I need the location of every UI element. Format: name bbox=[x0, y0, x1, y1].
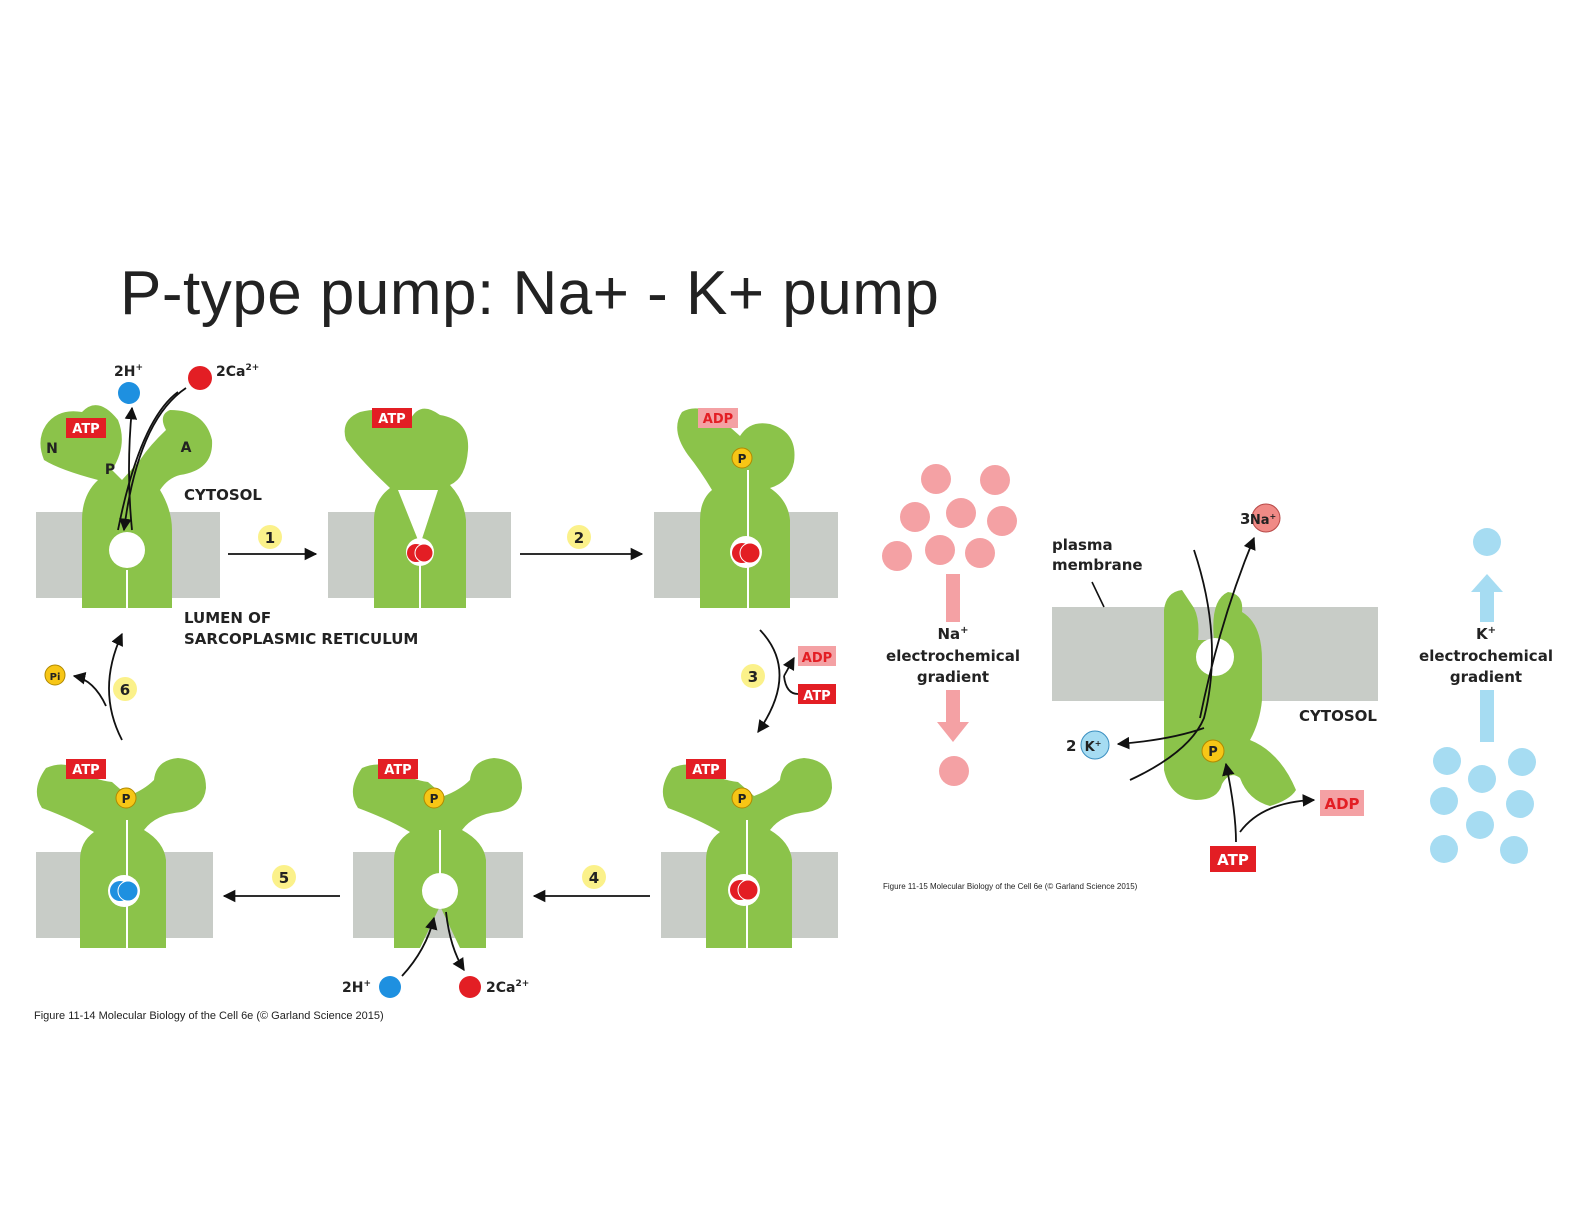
phosphate-label: P bbox=[1208, 745, 1218, 760]
figure-11-14: ATP N P A 2H+ 2Ca2+ CYTOSOL LUMEN OF SAR… bbox=[34, 363, 838, 1022]
binding-site bbox=[109, 532, 145, 568]
pump-protein bbox=[677, 408, 795, 608]
cytosol-label: CYTOSOL bbox=[184, 486, 262, 504]
atp-box bbox=[1210, 846, 1256, 872]
domain-p-label: P bbox=[105, 462, 115, 478]
cytosol-label: CYTOSOL bbox=[1299, 707, 1377, 725]
atp-label: ATP bbox=[803, 689, 830, 704]
adp-label: ADP bbox=[703, 412, 733, 427]
step-6-marker: 6 bbox=[113, 677, 137, 701]
phosphate-icon bbox=[731, 447, 753, 469]
step-2-marker: 2 bbox=[567, 525, 591, 549]
calcium-icon bbox=[459, 976, 481, 998]
atp-box bbox=[66, 418, 106, 438]
adp-box bbox=[698, 408, 738, 428]
svg-text:2: 2 bbox=[574, 529, 584, 547]
na-ion-label: Na+ bbox=[1250, 512, 1276, 528]
na-count: 3 bbox=[1240, 510, 1250, 528]
lumen-label-line1: LUMEN OF bbox=[184, 609, 271, 627]
pi-label: Pi bbox=[50, 672, 61, 683]
cycle-arrows bbox=[72, 547, 799, 903]
ion-ca-label: 2Ca2+ bbox=[216, 363, 259, 380]
membrane-label-line1: plasma bbox=[1052, 536, 1113, 554]
step-5-marker: 5 bbox=[272, 865, 296, 889]
calcium-icon bbox=[188, 366, 212, 390]
k-ion-label: K+ bbox=[1085, 739, 1102, 755]
proton-icon bbox=[118, 382, 140, 404]
figure-11-15: Na+ electrochemical gradient plasma memb… bbox=[882, 464, 1553, 891]
atp-label: ATP bbox=[384, 763, 411, 778]
atp-box bbox=[378, 759, 418, 779]
atp-box bbox=[798, 684, 836, 704]
sodium-ion-icon bbox=[1251, 503, 1281, 533]
pump-state-1: ATP N P A 2H+ 2Ca2+ CYTOSOL LUMEN OF SAR… bbox=[36, 363, 418, 648]
adp-box bbox=[798, 646, 836, 666]
potassium-ion-icon bbox=[1080, 730, 1110, 760]
pi-icon bbox=[44, 664, 66, 686]
k-gradient-line2: electrochemical bbox=[1419, 647, 1553, 665]
atp-box bbox=[66, 759, 106, 779]
figure-11-15-caption: Figure 11-15 Molecular Biology of the Ce… bbox=[883, 882, 1138, 891]
atp-label: ATP bbox=[72, 763, 99, 778]
na-k-pump-protein bbox=[1164, 590, 1296, 806]
svg-text:4: 4 bbox=[589, 869, 599, 887]
ion-h-label: 2H+ bbox=[342, 979, 371, 996]
phosphate-icon bbox=[1201, 739, 1225, 763]
pump-state-6: ATP P bbox=[36, 758, 213, 948]
ion-h-label: 2H+ bbox=[114, 363, 143, 380]
pump-protein bbox=[352, 758, 522, 948]
phosphate-label: P bbox=[738, 792, 747, 806]
domain-a-label: A bbox=[181, 440, 192, 456]
phosphate-icon bbox=[115, 787, 137, 809]
step-4-marker: 4 bbox=[582, 865, 606, 889]
figure-11-14-caption: Figure 11-14 Molecular Biology of the Ce… bbox=[34, 1010, 384, 1022]
atp-box bbox=[372, 408, 412, 428]
domain-n-label: N bbox=[46, 441, 58, 457]
atp-box bbox=[686, 759, 726, 779]
pump-state-2: ATP bbox=[328, 408, 511, 608]
atp-label: ATP bbox=[378, 412, 405, 427]
phosphate-icon bbox=[423, 787, 445, 809]
potassium-gradient: K+ electrochemical gradient bbox=[1419, 528, 1553, 864]
k-gradient-label: K+ bbox=[1476, 625, 1496, 643]
pump-state-3: ADP P bbox=[654, 408, 838, 608]
adp-label: ADP bbox=[802, 651, 832, 666]
svg-text:3: 3 bbox=[748, 668, 758, 686]
ion-ca-label: 2Ca2+ bbox=[486, 979, 529, 996]
pump-state-4: ATP P bbox=[661, 758, 838, 948]
svg-text:5: 5 bbox=[279, 869, 289, 887]
slide-title: P-type pump: Na+ - K+ pump bbox=[120, 259, 940, 328]
pump-protein bbox=[36, 758, 206, 948]
phosphate-label: P bbox=[122, 792, 131, 806]
na-gradient-label: Na+ bbox=[937, 625, 968, 643]
sodium-gradient: Na+ electrochemical gradient bbox=[882, 464, 1020, 786]
lumen-label-line2: SARCOPLASMIC RETICULUM bbox=[184, 630, 418, 648]
atp-label: ATP bbox=[1217, 851, 1249, 869]
k-gradient-line3: gradient bbox=[1450, 668, 1522, 686]
na-gradient-line3: gradient bbox=[917, 668, 989, 686]
step-3-marker: 3 bbox=[741, 664, 765, 688]
phosphate-icon bbox=[731, 787, 753, 809]
atp-label: ATP bbox=[692, 763, 719, 778]
adp-box bbox=[1320, 790, 1364, 816]
proton-icon bbox=[379, 976, 401, 998]
phosphate-label: P bbox=[430, 792, 439, 806]
k-count: 2 bbox=[1066, 737, 1076, 755]
na-gradient-line2: electrochemical bbox=[886, 647, 1020, 665]
step-1-marker: 1 bbox=[258, 525, 282, 549]
pump-protein bbox=[40, 405, 213, 608]
adp-label: ADP bbox=[1324, 795, 1359, 813]
atp-label: ATP bbox=[72, 422, 99, 437]
pump-state-5: ATP P 2H+ 2Ca2+ bbox=[342, 758, 529, 998]
svg-text:1: 1 bbox=[265, 529, 275, 547]
membrane-label-line2: membrane bbox=[1052, 556, 1143, 574]
phosphate-label: P bbox=[738, 452, 747, 466]
svg-text:6: 6 bbox=[120, 681, 130, 699]
